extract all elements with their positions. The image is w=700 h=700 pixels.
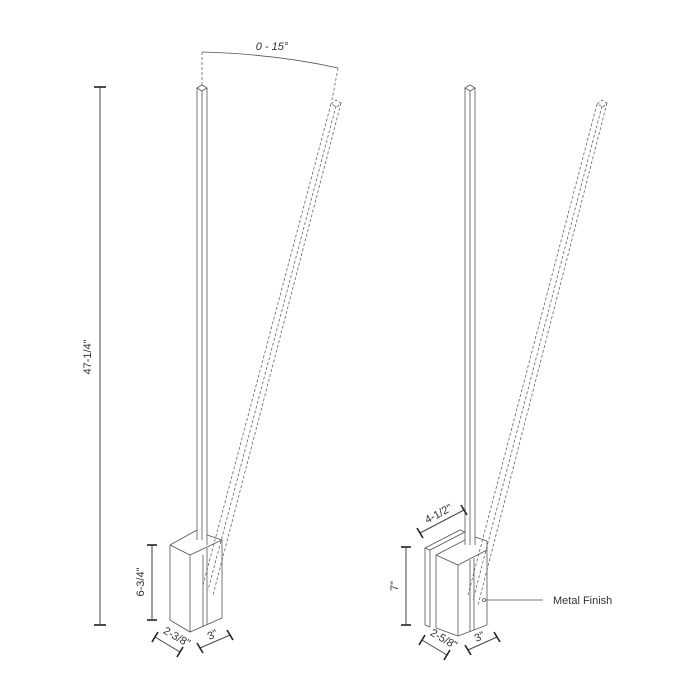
right-base-depth-dimension: 2-5/8"	[418, 627, 459, 661]
right-base-block	[435, 536, 488, 637]
right-base-height-label: 7"	[389, 581, 401, 591]
right-base-width-dimension: 3"	[464, 630, 501, 656]
left-base-block	[169, 529, 223, 633]
right-view: 4-1/2" 7" 2-5/8" 3" Metal Finish	[389, 84, 612, 661]
metal-finish-label: Metal Finish	[553, 595, 612, 607]
right-tilted-light-bar	[467, 99, 608, 606]
vertical-light-bar	[196, 84, 208, 545]
right-base-width-label: 3"	[473, 630, 487, 645]
plate-width-dimension: 4-1/2"	[416, 502, 468, 539]
left-base-width-dimension: 3"	[196, 628, 234, 654]
finish-point-marker	[482, 598, 486, 602]
overall-height-label: 47-1/4"	[82, 339, 94, 374]
wall-plate	[424, 529, 466, 628]
left-view: 47-1/4" 0 - 15°	[82, 41, 342, 658]
tilted-light-bar	[202, 99, 342, 596]
left-base-width-label: 3"	[206, 628, 220, 643]
left-base-depth-label: 2-3/8"	[161, 625, 192, 650]
left-base-height-dimension: 6-3/4"	[135, 544, 157, 621]
tilt-angle-indicator: 0 - 15°	[201, 41, 339, 101]
metal-finish-callout: Metal Finish	[486, 595, 612, 607]
left-base-height-label: 6-3/4"	[135, 567, 147, 596]
right-vertical-light-bar	[464, 84, 476, 545]
overall-height-dimension: 47-1/4"	[82, 86, 106, 626]
tilt-angle-label: 0 - 15°	[256, 41, 289, 53]
right-base-height-dimension: 7"	[389, 546, 411, 626]
